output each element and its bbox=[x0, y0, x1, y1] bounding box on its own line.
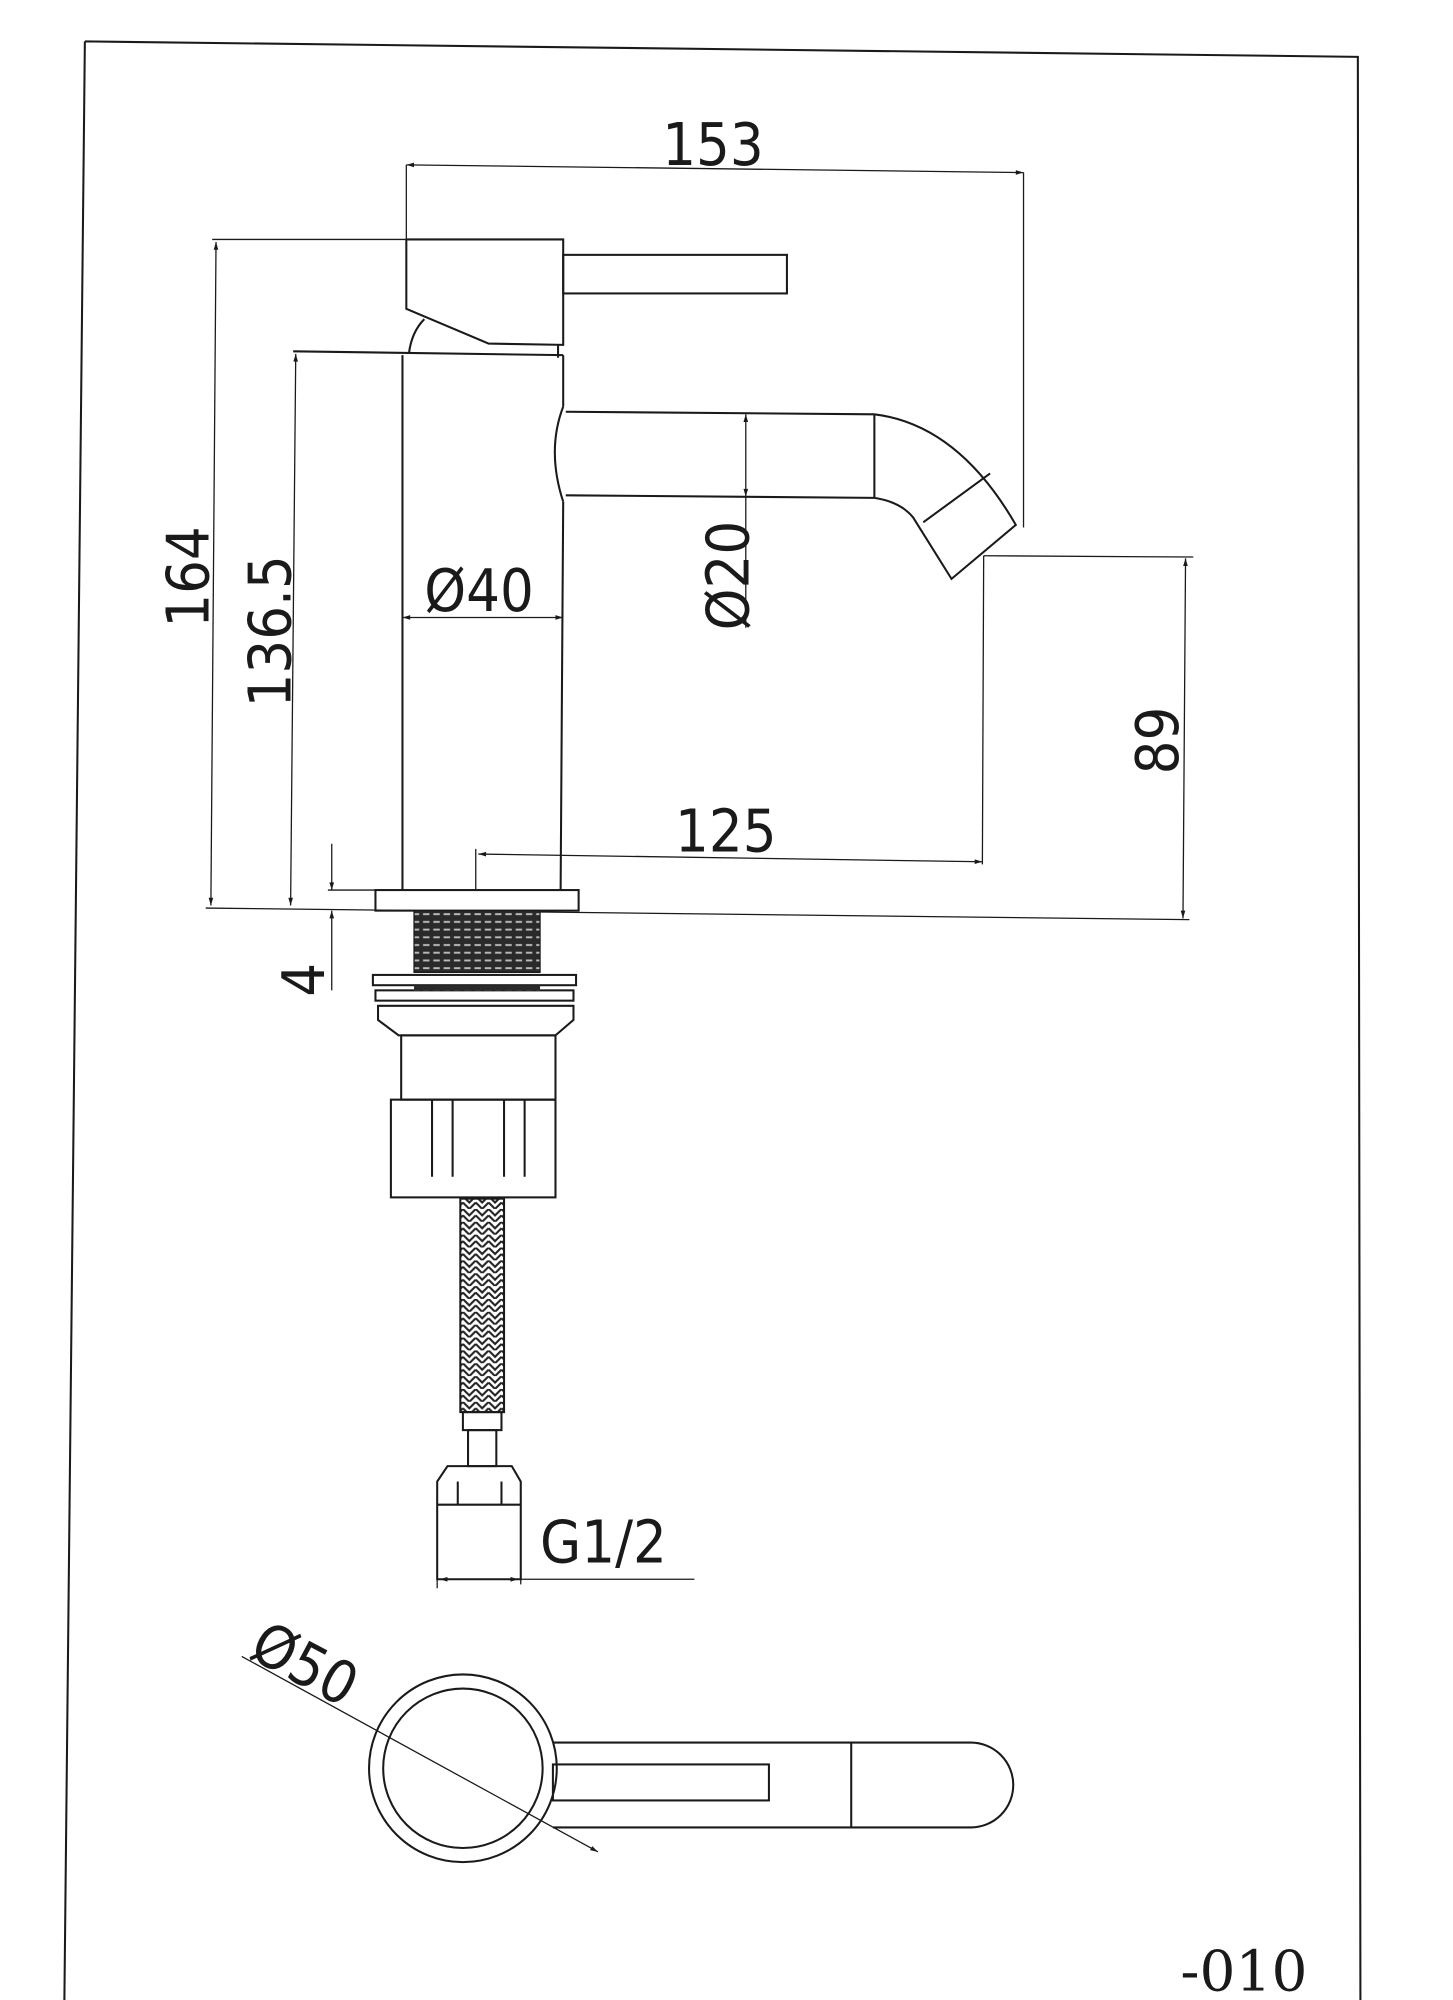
base-plate bbox=[205, 889, 1190, 921]
label-136-5: 136.5 bbox=[236, 555, 305, 707]
top-view: Ø50 bbox=[240, 1608, 1015, 1864]
dimension-connection-thread: G1/2 bbox=[436, 1491, 695, 1589]
label-d50: Ø50 bbox=[240, 1608, 369, 1720]
dimension-spout-diameter: Ø20 bbox=[693, 414, 762, 630]
drawing-border bbox=[63, 40, 1362, 2000]
label-125: 125 bbox=[675, 796, 777, 865]
faucet-handle bbox=[405, 238, 788, 358]
dimension-overall-height: 164 bbox=[153, 238, 407, 906]
dimension-spout-height: 89 bbox=[983, 555, 1194, 919]
label-d40: Ø40 bbox=[424, 556, 534, 625]
label-89: 89 bbox=[1123, 707, 1192, 775]
label-g1-2: G1/2 bbox=[540, 1508, 667, 1577]
dimension-plate-thickness: 4 bbox=[269, 843, 338, 997]
dimension-overall-width: 153 bbox=[405, 110, 1025, 528]
dimension-spout-reach: 125 bbox=[475, 555, 985, 891]
label-d20: Ø20 bbox=[693, 521, 762, 631]
label-153: 153 bbox=[662, 110, 764, 179]
faucet-spout bbox=[553, 406, 1018, 581]
label-4: 4 bbox=[269, 963, 338, 997]
dimension-body-diameter: Ø40 bbox=[402, 556, 564, 625]
dimension-body-height: 136.5 bbox=[236, 353, 305, 906]
label-164: 164 bbox=[153, 526, 222, 628]
mounting-assembly bbox=[371, 909, 578, 1199]
faucet-body bbox=[293, 350, 565, 891]
drawing-code: -010 bbox=[1180, 1939, 1307, 2000]
braided-hose bbox=[436, 1197, 522, 1581]
